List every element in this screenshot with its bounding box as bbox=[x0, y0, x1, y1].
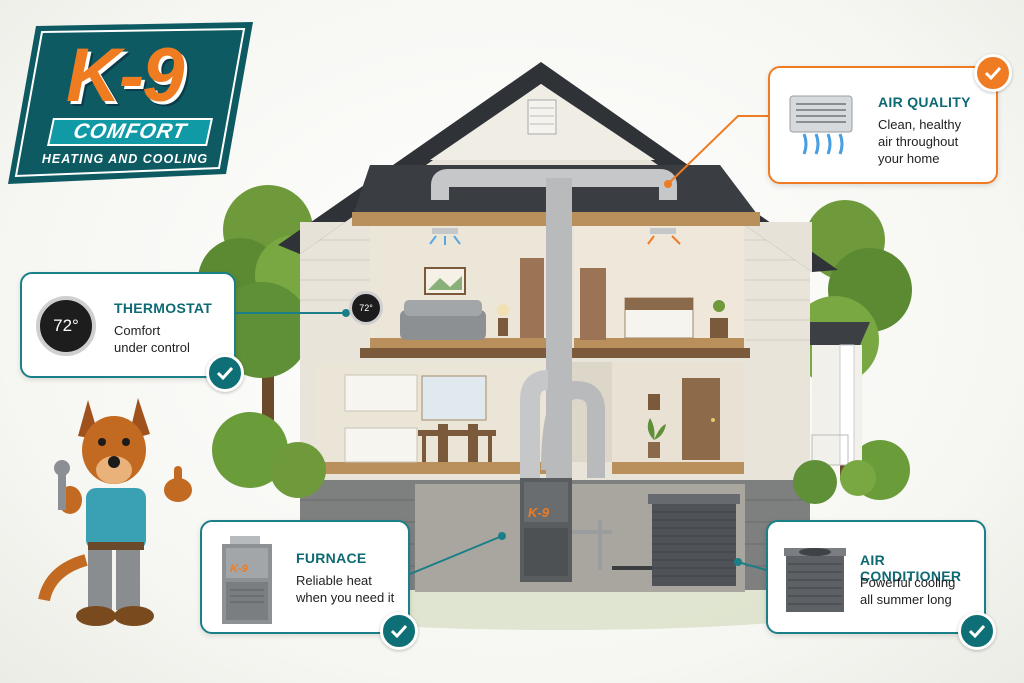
check-icon bbox=[958, 612, 996, 650]
check-icon bbox=[380, 612, 418, 650]
house-thermostat-display: 72° bbox=[349, 291, 383, 325]
logo-tagline: HEATING AND COOLING bbox=[41, 152, 209, 166]
thermostat-text: Comfort under control bbox=[114, 323, 190, 355]
callout-furnace: K-9 FURNACE Reliable heat when you need … bbox=[200, 520, 410, 634]
k9-comfort-logo: K-9 COMFORT HEATING AND COOLING bbox=[8, 22, 253, 184]
air-vent-icon bbox=[789, 95, 853, 155]
check-icon bbox=[974, 54, 1012, 92]
logo-sub-text: COMFORT bbox=[47, 118, 213, 146]
thermostat-icon: 72° bbox=[36, 296, 96, 356]
furnace-icon bbox=[222, 536, 272, 624]
furnace-title: FURNACE bbox=[296, 550, 367, 566]
callout-air-conditioner: AIR CONDITIONER Powerful cooling all sum… bbox=[766, 520, 986, 634]
callout-air-quality: AIR QUALITY Clean, healthy air throughou… bbox=[768, 66, 998, 184]
furnace-icon-badge: K-9 bbox=[230, 563, 248, 575]
thermostat-title: THERMOSTAT bbox=[114, 300, 213, 316]
air-conditioner-title: AIR CONDITIONER bbox=[860, 552, 962, 584]
air-quality-title: AIR QUALITY bbox=[878, 94, 971, 110]
house-furnace-badge: K-9 bbox=[528, 505, 549, 520]
logo-main-text: K-9 bbox=[66, 33, 184, 118]
check-icon bbox=[206, 354, 244, 392]
air-quality-text: Clean, healthy air throughout your home bbox=[878, 117, 962, 166]
thermostat-reading: 72° bbox=[53, 316, 79, 335]
callout-thermostat: 72° THERMOSTAT Comfort under control bbox=[20, 272, 236, 378]
porch bbox=[810, 322, 870, 466]
air-conditioner-text: Powerful cooling all summer long bbox=[860, 575, 956, 607]
furnace-text: Reliable heat when you need it bbox=[296, 573, 395, 605]
ac-unit-icon bbox=[784, 548, 846, 612]
